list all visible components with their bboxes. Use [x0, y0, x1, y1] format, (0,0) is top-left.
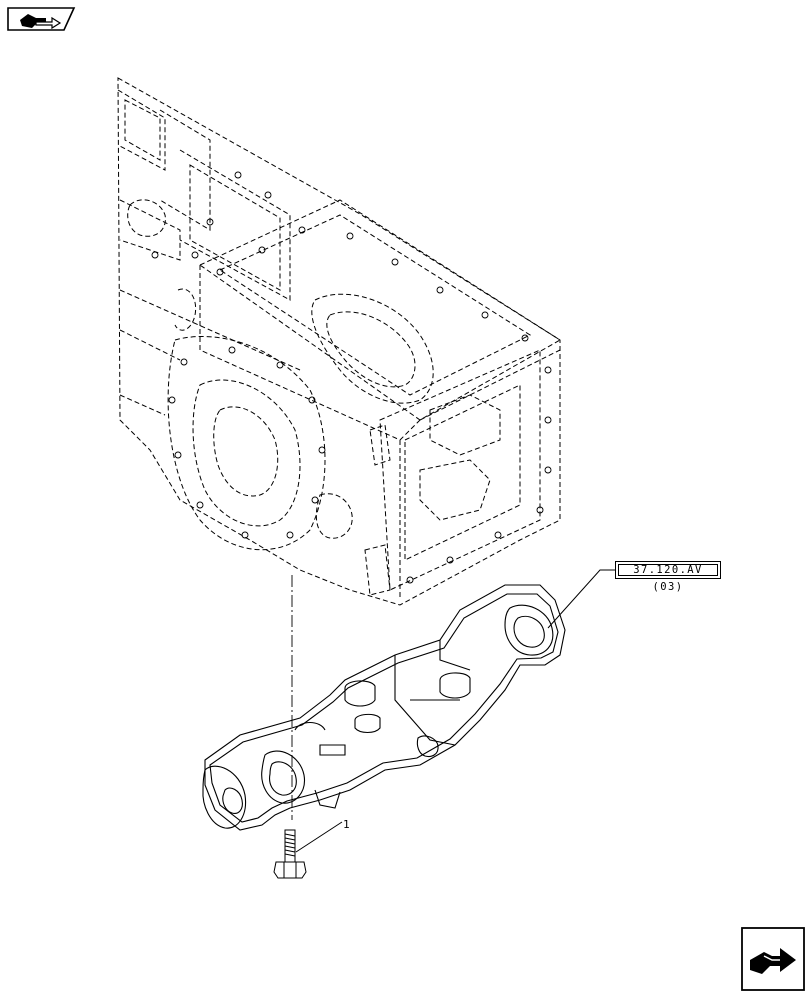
callout-leader-line [295, 821, 343, 853]
reference-link[interactable]: 37.120.AV (03) [615, 561, 721, 593]
next-page-button[interactable] [740, 926, 806, 992]
previous-page-button[interactable] [6, 6, 76, 32]
transmission-housing [117, 77, 561, 606]
part-callout-number: 1 [343, 818, 350, 831]
bolt-part-1 [273, 829, 307, 879]
arrow-right-icon [741, 927, 805, 991]
reference-leader-line [547, 569, 615, 629]
support-bracket [202, 584, 566, 831]
housing-bolt-holes [151, 171, 552, 584]
arrow-left-icon [7, 7, 76, 31]
